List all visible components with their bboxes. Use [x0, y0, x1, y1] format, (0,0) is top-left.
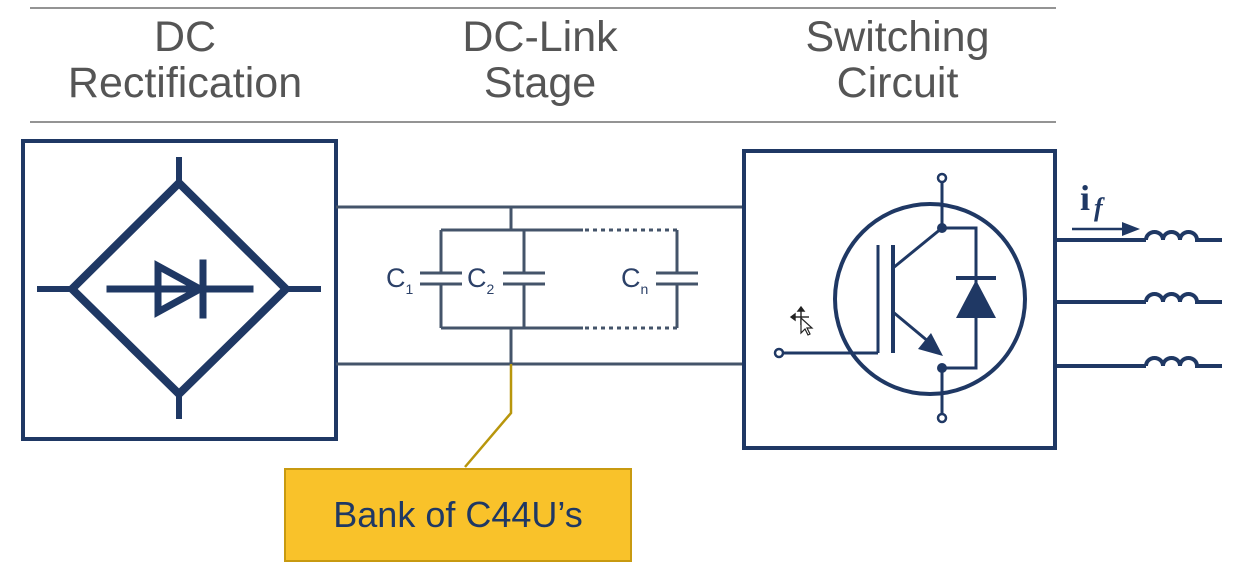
gate-terminal [773, 347, 785, 359]
diode-triangle [154, 260, 208, 318]
output-lines [1055, 227, 1222, 368]
header-line: DC [153, 13, 217, 61]
current-main: i [1080, 178, 1090, 218]
cap-subscript: 1 [406, 281, 414, 297]
collector-arm [892, 226, 943, 270]
header-dc-link-stage: DC-Link Stage [395, 14, 685, 106]
switching-block [742, 149, 1057, 450]
emitter-terminal [936, 412, 948, 424]
collector-node [937, 223, 947, 233]
inductor-1 [1144, 230, 1222, 242]
bank-callout-text: Bank of C44U’s [333, 494, 583, 535]
cap1-label: C1 [386, 263, 414, 297]
cap-subscript: 2 [487, 281, 495, 297]
cap-subscript: n [641, 281, 649, 297]
header-line: DC-Link [462, 13, 618, 61]
inductor-3 [1144, 356, 1222, 368]
capn-label: Cn [621, 263, 648, 297]
header-switching-circuit: Switching Circuit [745, 14, 1050, 106]
callout-leader-line [464, 364, 513, 468]
cap-letter: C [467, 263, 487, 293]
header-dc-rectification: DC Rectification [40, 14, 330, 106]
header-line: Rectification [67, 59, 303, 107]
igbt-circle [833, 202, 1027, 396]
cap-letter: C [621, 263, 641, 293]
cap-letter: C [386, 263, 406, 293]
emitter-arrow [918, 333, 943, 356]
dc-link-rails [336, 205, 744, 366]
header-line: Switching [805, 13, 990, 61]
collector-terminal [936, 172, 948, 184]
inductor-2 [1144, 292, 1222, 304]
cap2-label: C2 [467, 263, 495, 297]
rectifier-box [21, 139, 338, 441]
current-arrow-head [1122, 222, 1140, 236]
switching-box [742, 149, 1057, 450]
emitter-node [937, 363, 947, 373]
rectifier-block [21, 139, 338, 441]
bank-callout-box: Bank of C44U’s [284, 468, 632, 562]
freewheel-diode-triangle [956, 280, 996, 318]
header-line: Stage [483, 59, 597, 107]
move-cursor-icon [789, 305, 814, 336]
header-line: Circuit [836, 59, 959, 107]
current-subscript: f [1094, 193, 1105, 222]
